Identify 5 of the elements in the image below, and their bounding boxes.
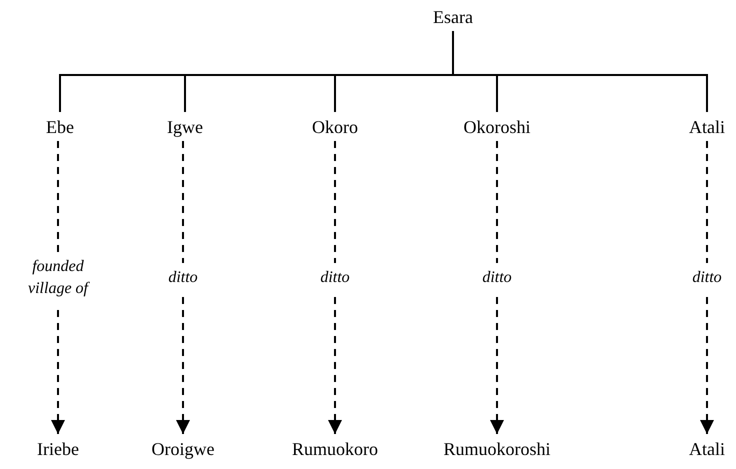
dashed-arrow [328, 141, 342, 434]
dashed-arrow [176, 141, 190, 434]
dashed-arrow [700, 141, 714, 434]
tree-line [452, 31, 708, 112]
dashed-arrow [490, 141, 504, 434]
